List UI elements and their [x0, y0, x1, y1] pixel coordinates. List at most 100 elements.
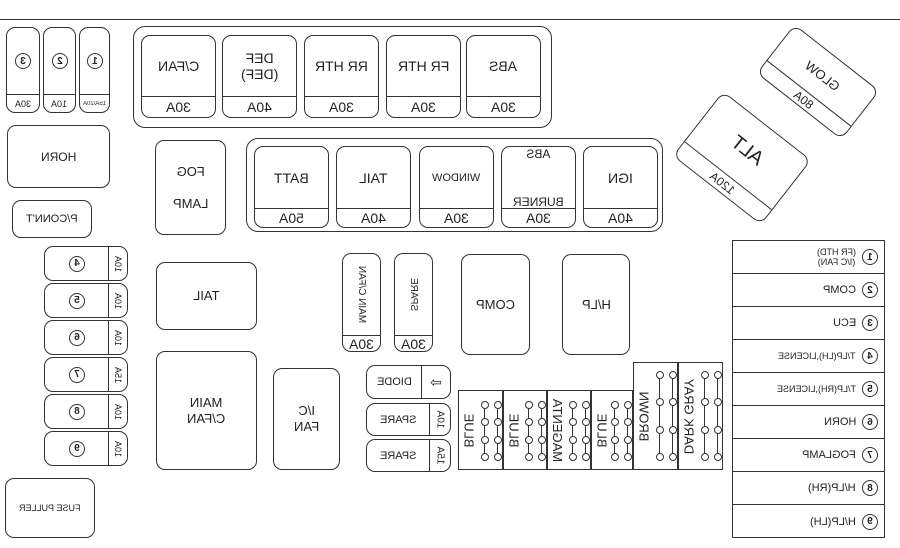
fog-lamp-relay[interactable]: FOG LAMP	[155, 140, 226, 235]
label: MAIN C/FAN	[187, 394, 226, 426]
fuse-rating-area: 30A	[502, 208, 575, 227]
fuse-label-area: DEF (DEF)	[223, 36, 296, 96]
fuse-rating-area: 40A	[223, 96, 296, 117]
label: H/LP	[581, 296, 611, 312]
fuse-rating-area: 40A	[337, 208, 410, 227]
fuse-rating: 30A	[14, 98, 31, 109]
wire-color-column: BLUE	[503, 390, 547, 470]
wire-color-label: BLUE	[506, 413, 522, 447]
circled-number: 2	[51, 53, 68, 69]
label: I/C FAN	[293, 403, 320, 434]
label: FUSE PULLER	[19, 503, 81, 513]
label: P/CONN'T	[26, 213, 78, 225]
legend-text: ECU	[832, 317, 856, 329]
fuse-rating: 40A	[608, 210, 633, 226]
fuse-def[interactable]: DEF (DEF)40A	[222, 35, 297, 118]
fuse-tail[interactable]: TAIL 40A	[336, 146, 411, 228]
fuse-rating: 10A	[112, 403, 123, 420]
comp-relay[interactable]: COMP	[461, 254, 530, 355]
fuse-label: TAIL	[359, 169, 388, 186]
fuse-c-fan[interactable]: C/FAN 30A	[141, 35, 216, 118]
fuse-label-area: WINDOW	[420, 147, 493, 208]
fuse-label: C/FAN	[157, 58, 200, 74]
label: ALT	[727, 131, 769, 171]
label: TAIL	[193, 288, 220, 303]
terminal-dot	[669, 398, 677, 407]
wire-line	[614, 404, 615, 456]
terminal-dot	[494, 453, 502, 461]
wire-color-label: DARK GRAY	[681, 378, 697, 454]
label: SPARE	[379, 413, 417, 426]
terminal-dot	[669, 371, 677, 379]
terminal-dot	[701, 398, 709, 407]
fuse-label: WINDOW	[432, 171, 481, 184]
legend-text: T/LP(RH),LICENSE	[776, 384, 856, 394]
terminal-dot	[481, 453, 489, 461]
diode-symbol-icon: ⇦	[421, 366, 450, 398]
terminal-dot	[481, 418, 489, 427]
ic-fan-relay[interactable]: I/C FAN	[273, 368, 340, 470]
hlp-relay[interactable]: H/LP	[562, 254, 630, 355]
fuse-label-area: FR HTR	[387, 36, 460, 96]
fuse-rating: 10A	[434, 410, 446, 429]
fuse-rating-area: 30A	[142, 96, 215, 117]
top-border-line	[0, 19, 900, 20]
terminal-dot	[582, 418, 590, 427]
legend-text: T/LP(LH),LICENSE	[778, 351, 856, 361]
terminal-dot	[481, 401, 489, 409]
wire-color-label: BLUE	[594, 413, 610, 447]
fuse-rating: 15A/20A	[82, 100, 107, 107]
label: 30A	[401, 335, 426, 352]
pconnt-connector[interactable]: P/CONN'T	[12, 200, 92, 238]
fuse-window[interactable]: WINDOW 30A	[419, 146, 494, 228]
fuse-rating: 30A	[411, 99, 436, 115]
spare-fuse-10A[interactable]: SPARE 10A	[366, 403, 451, 436]
terminal-dot	[582, 435, 590, 444]
label: FOG LAMP	[172, 163, 209, 211]
terminal-dot	[656, 371, 664, 379]
wire-line	[704, 374, 705, 456]
legend-row: H/LP(RH)8	[733, 472, 884, 505]
diode[interactable]: DIODE ⇦	[366, 365, 451, 399]
fuse-rating: 30A	[444, 210, 469, 226]
wire-color-column: MAGENTA	[547, 390, 591, 470]
tail-relay[interactable]: TAIL	[156, 262, 257, 330]
legend-text: H/LP(RH)	[808, 482, 856, 494]
horn-relay[interactable]: HORN	[7, 125, 110, 188]
fuse-rating: 30A	[329, 99, 354, 115]
terminal-dot	[656, 425, 664, 434]
fuse-label-area: ABS	[467, 36, 540, 96]
terminal-dot	[624, 401, 632, 409]
fuse-label: MAIN C/FAN	[356, 265, 368, 324]
fuse-label-area: ABS BURNER	[502, 147, 575, 209]
legend-text: FOGLAMP	[802, 449, 856, 461]
fuse-label-area: C/FAN	[142, 36, 215, 96]
fuse-label-area: TAIL	[337, 147, 410, 208]
label: DIODE	[376, 376, 412, 388]
fuse-rating-area: 30A	[467, 96, 540, 117]
fuse-fr-htr[interactable]: FR HTR 30A	[386, 35, 461, 118]
fuse-puller[interactable]: FUSE PULLER	[5, 478, 95, 538]
main-cfan-relay[interactable]: MAIN C/FAN	[156, 351, 257, 470]
